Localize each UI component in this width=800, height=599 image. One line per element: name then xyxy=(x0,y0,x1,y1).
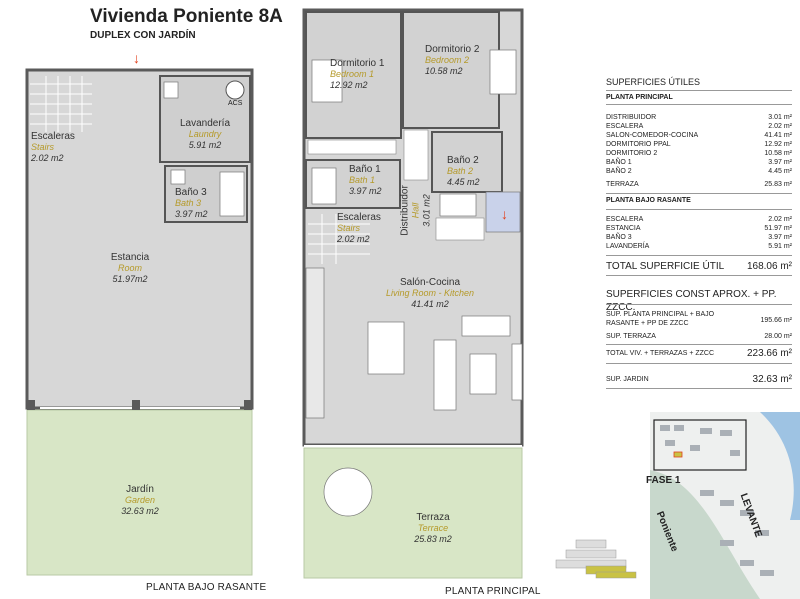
main-floor-header: PLANTA PRINCIPAL xyxy=(606,94,673,101)
surfaces-title: SUPERFICIES ÚTILES xyxy=(606,77,701,87)
fase-label: FASE 1 xyxy=(646,475,681,486)
caption-lower-floor: PLANTA BAJO RASANTE xyxy=(146,582,267,593)
const-title: SUPERFICIES CONST APROX. + PP. ZZCC. xyxy=(606,289,777,313)
room-stairs-main: Escaleras Stairs 2.02 m2 xyxy=(337,212,381,244)
caption-main-floor: PLANTA PRINCIPAL xyxy=(445,586,541,597)
section-diagram-icon xyxy=(555,539,637,579)
room-estancia: Estancia Room 51.97m2 xyxy=(110,252,150,284)
site-map xyxy=(650,412,800,599)
room-bedroom-1: Dormitorio 1 Bedroom 1 12.92 m2 xyxy=(330,58,385,90)
room-living-kitchen: Salón-Cocina Living Room - Kitchen 41.41… xyxy=(385,277,475,309)
room-bedroom-2: Dormitorio 2 Bedroom 2 10.58 m2 xyxy=(425,44,480,76)
room-stairs-lower: Escaleras Stairs 2.02 m2 xyxy=(31,131,75,163)
room-bath-3: Baño 3 Bath 3 3.97 m2 xyxy=(175,187,208,219)
surfaces-table: SUPERFICIES ÚTILES PLANTA PRINCIPAL DIST… xyxy=(606,76,792,389)
acs-label: ACS xyxy=(228,100,243,107)
const-row-1: SUP. PLANTA PRINCIPAL + BAJO RASANTE + P… xyxy=(606,311,792,327)
room-bath-1: Baño 1 Bath 1 3.97 m2 xyxy=(349,164,382,196)
entry-arrow-icon: ↓ xyxy=(501,206,508,222)
page-subtitle: DUPLEX CON JARDÍN xyxy=(90,30,196,41)
page-title: Vivienda Poniente 8A xyxy=(90,6,283,27)
room-terrace: Terraza Terrace 25.83 m2 xyxy=(414,512,452,544)
room-laundry: Lavandería Laundry 5.91 m2 xyxy=(179,118,231,150)
room-distribuidor: Distribuidor Hall 3.01 m2 xyxy=(399,185,432,236)
room-bath-2: Baño 2 Bath 2 4.45 m2 xyxy=(447,155,480,187)
room-garden: Jardín Garden 32.63 m2 xyxy=(121,484,159,516)
lower-floor-header: PLANTA BAJO RASANTE xyxy=(606,197,691,204)
entry-arrow-icon: ↓ xyxy=(133,50,140,66)
